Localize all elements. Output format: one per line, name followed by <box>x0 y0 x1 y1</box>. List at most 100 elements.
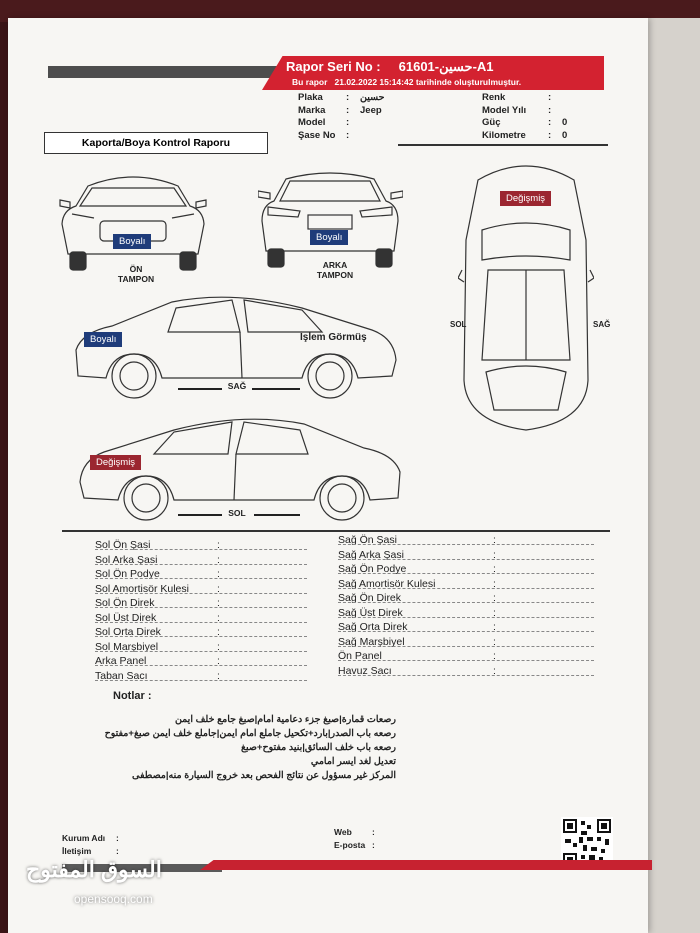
checklist-label: Arka Panel <box>95 655 147 667</box>
background-strip <box>0 0 700 22</box>
rear-view-diagram <box>258 172 403 268</box>
sase-label: Şase No <box>298 129 336 141</box>
checklist-label: Sağ Üst Direk <box>338 606 403 619</box>
web-label: Web <box>334 827 352 837</box>
renk-label: Renk <box>482 92 506 103</box>
section-title: Kaporta/Boya Kontrol Raporu <box>44 132 268 154</box>
right-front-tag: İşlem Görmüş <box>300 332 367 343</box>
footer-web: Web: E-posta: <box>334 827 375 850</box>
front-view-label: ÖN TAMPON <box>117 264 155 284</box>
eposta-label: E-posta <box>334 840 366 850</box>
checklist-label: Sol Orta Direk <box>95 626 161 638</box>
checklist-label: Sol Üst Direk <box>95 611 157 624</box>
note-line: تعديل لغد ايسر امامي <box>310 756 396 767</box>
checklist-item: Sağ Marşbiyel: <box>338 635 594 651</box>
checklist-label: Havuz Sacı <box>338 664 392 677</box>
model-label: Model <box>298 117 326 128</box>
left-arrow-left <box>178 514 222 516</box>
guc-label: Güç <box>482 117 501 128</box>
header-rule <box>398 144 608 146</box>
vehicle-info-right: Renk: Model Yılı: Güç:0 Kilometre:0 <box>482 92 568 141</box>
watermark-latin: opensooq.com <box>74 892 153 906</box>
checklist-label: Taban Sacı <box>95 669 148 682</box>
note-line: رصعه باب خلف السائق|بنيد مفتوح+صبغ <box>240 742 396 753</box>
report-paper <box>8 18 648 933</box>
checklist-item: Havuz Sacı: <box>338 664 594 680</box>
guc-value: 0 <box>562 117 568 128</box>
note-line: رصعه باب الصدر|بارد+تكحيل جاملع امام ايم… <box>104 728 396 739</box>
background-right <box>640 18 700 933</box>
checklist-label: Sol Ön Podye <box>95 568 160 580</box>
right-rear-tag: Boyalı <box>84 332 123 347</box>
plaka-value: حسين <box>360 92 385 103</box>
checklist-label: Sol Ön Şasi <box>95 539 151 551</box>
plaka-label: Plaka <box>298 92 323 103</box>
report-date: 21.02.2022 15:14:42 <box>334 77 414 87</box>
checklist-item: Sağ Amortisör Kulesi: <box>338 578 594 593</box>
checklist-item: Sol Ön Direk: <box>95 597 307 612</box>
kurum-label: Kurum Adı <box>62 833 106 843</box>
right-arrow-left <box>178 388 222 390</box>
notes-body: رصعات قمارة|صبغ جزء دعامية امام|صبغ جامع… <box>105 713 396 783</box>
checklist-item: Sağ Üst Direk: <box>338 606 594 622</box>
checklist-item: Sağ Arka Şasi: <box>338 548 594 564</box>
vehicle-info-left: Plaka:حسين Marka:Jeep Model: Şase No: <box>298 92 385 141</box>
footer-contact: Kurum Adı: İletişim: <box>62 833 119 856</box>
rear-tag: Boyalı <box>310 230 349 245</box>
notes-title: Notlar : <box>113 690 152 702</box>
top-view-diagram <box>458 165 594 431</box>
right-arrow-right <box>252 388 300 390</box>
report-date-line: Bu rapor 21.02.2022 15:14:42 tarihinde o… <box>292 77 521 87</box>
checklist-label: Sol Arka Şasi <box>95 553 158 566</box>
iletisim-label: İletişim <box>62 846 92 856</box>
checklist-item: Taban Sacı: <box>95 669 307 685</box>
checklist-label: Sağ Marşbiyel <box>338 635 405 648</box>
checklist-label: Sağ Ön Podye <box>338 563 407 575</box>
note-line: رصعات قمارة|صبغ جزء دعامية امام|صبغ جامع… <box>174 714 396 725</box>
checklist-label: Sağ Ön Direk <box>338 592 402 604</box>
checklist-item: Ön Panel: <box>338 650 594 665</box>
checklist-label: Sol Ön Direk <box>95 597 155 609</box>
kilometre-label: Kilometre <box>482 129 526 141</box>
checklist-item: Sol Arka Şasi: <box>95 553 307 569</box>
watermark-arabic: السوق المفتوح <box>26 857 162 882</box>
kilometre-value: 0 <box>562 129 568 141</box>
left-side-label: SOL <box>228 508 246 518</box>
front-tag: Boyalı <box>113 234 152 249</box>
checklist-item: Sol Orta Direk: <box>95 626 307 641</box>
checklist-item: Sağ Ön Podye: <box>338 563 594 578</box>
note-line: المركز غير مسؤول عن نتائج الفحص بعد خروج… <box>132 770 396 781</box>
checklist-item: Sol Ön Şasi: <box>95 539 307 554</box>
left-side-diagram <box>79 418 401 521</box>
right-side-diagram <box>75 296 397 399</box>
marka-label: Marka <box>298 104 326 116</box>
top-view-right-label: SAĞ <box>593 320 611 329</box>
checklist-item: Sol Ön Podye: <box>95 568 307 583</box>
right-side-label: SAĞ <box>227 381 247 391</box>
front-view-diagram <box>59 176 207 271</box>
section-divider <box>62 530 610 532</box>
checklist-item: Sol Üst Direk: <box>95 611 307 627</box>
checklist-item: Sol Amortisör Kulesi: <box>95 582 307 598</box>
serial-value: 61601-حسين-A1 <box>398 59 494 74</box>
footer-grey-band <box>62 864 222 872</box>
checklist-label: Sol Amortisör Kulesi <box>95 582 189 595</box>
top-view-left-label: SOL <box>450 320 467 329</box>
checklist-item: Arka Panel: <box>95 655 307 670</box>
checklist-item: Sağ Ön Direk: <box>338 592 594 607</box>
checklist-label: Sağ Orta Direk <box>338 621 408 633</box>
serial-label: Rapor Seri No : <box>286 59 381 74</box>
checklist-item: Sağ Ön Şasi: <box>338 534 594 549</box>
checklist-label: Sağ Ön Şasi <box>338 534 397 546</box>
header-red-band <box>262 56 604 90</box>
top-tag: Değişmiş <box>500 191 552 206</box>
report-prefix: Bu rapor <box>292 77 328 87</box>
checklist-label: Sol Marşbiyel <box>95 640 159 653</box>
checklist-right: Sağ Ön Şasi: Sağ Arka Şasi: Sağ Ön Podye… <box>338 534 594 680</box>
report-serial: Rapor Seri No : 61601-حسين-A1 <box>286 59 494 75</box>
report-suffix: tarihinde oluşturulmuştur. <box>415 77 522 87</box>
rear-view-label: ARKA TAMPON <box>316 260 354 280</box>
marka-value: Jeep <box>360 104 382 116</box>
checklist-label: Sağ Arka Şasi <box>338 548 404 561</box>
left-front-tag: Değişmiş <box>90 455 142 470</box>
